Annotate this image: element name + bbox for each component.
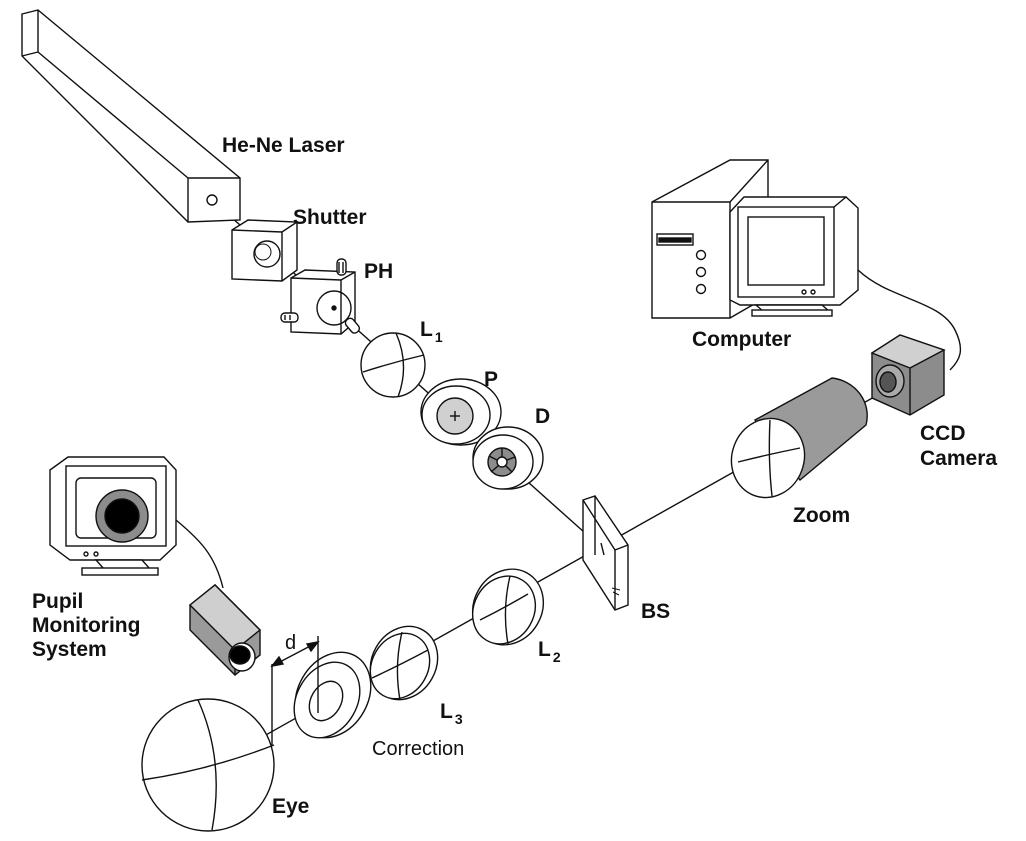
label-ccd: CCD [920,422,966,445]
label-lens-l2-letter: L [538,638,551,661]
label-beam-splitter: BS [641,600,671,623]
label-shutter: Shutter [293,206,367,229]
label-lens-l1-letter: L [420,318,433,341]
label-pupil-p: P [484,368,499,391]
lens-l1 [360,332,426,398]
label-lens-l2-subscript: 2 [552,649,561,665]
label-lens-l3-subscript: 3 [454,711,463,727]
label-distance-d: d [285,632,297,654]
label-pupil-monitor-line3: System [32,638,107,661]
eye [141,698,275,832]
ccd-camera [870,334,946,416]
pinhole-knob-bottom [344,317,361,334]
label-lens-l3-letter: L [440,700,453,723]
distance-marker [270,636,320,745]
pinhole-holder [280,258,361,335]
label-zoom: Zoom [793,504,851,527]
laser-body [21,9,241,223]
label-lens-l1-subscript: 1 [434,329,443,345]
correction-lens [293,651,372,739]
label-camera: Camera [920,447,998,470]
label-computer: Computer [692,328,792,351]
pupil-camera [188,584,262,676]
lens-l2 [471,568,545,646]
label-diaphragm-d: D [535,405,551,428]
label-pinhole: PH [364,260,394,283]
lens-l3 [369,625,439,701]
label-eye: Eye [272,795,310,818]
pupil-monitor [49,456,224,589]
diaphragm-d [472,426,544,490]
shutter [231,219,298,282]
computer [651,159,962,371]
computer-cable [857,269,962,371]
monitor-cable [175,519,224,589]
laser-aperture [206,194,218,206]
pupil-plane-p [420,378,502,446]
label-correction: Correction [372,738,465,760]
label-laser: He-Ne Laser [222,134,345,157]
beam-splitter [582,495,629,611]
zoom-lens [730,377,868,499]
label-pupil-monitor-line1: Pupil [32,590,84,613]
label-pupil-monitor-line2: Monitoring [32,614,141,637]
